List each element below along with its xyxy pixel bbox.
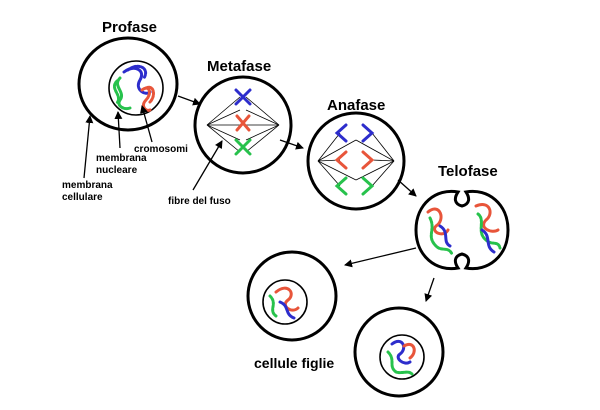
spindle-fibers-label: fibre del fuso (168, 196, 231, 207)
cell-membrane-line-2: cellulare (62, 192, 103, 203)
prophase-title: Profase (102, 19, 157, 36)
nuclear-membrane-label: membrana nucleare (96, 153, 149, 176)
prophase-chromosomes (112, 64, 155, 112)
anaphase-title: Anafase (327, 97, 385, 114)
nuclear-membrane-line-2: nucleare (96, 165, 138, 176)
daughter-cell-left-chromosomes (268, 286, 300, 320)
daughter-cell-left (246, 250, 338, 342)
metaphase-chromosomes (234, 88, 252, 156)
daughter-cells-label: cellule figlie (254, 355, 334, 371)
telophase-chromosomes (426, 203, 502, 256)
metaphase-cell (193, 75, 293, 175)
cell-membrane-line-1: membrana (62, 180, 113, 191)
cell-membrane-label: membrana cellulare (62, 180, 115, 203)
telophase-cell (414, 189, 510, 271)
anaphase-spindle-fibers (317, 132, 395, 187)
prophase-cell (77, 36, 179, 132)
anaphase-chromosomes (334, 123, 375, 196)
nuclear-membrane-line-1: membrana (96, 153, 147, 164)
metaphase-spindle-fibers (206, 96, 280, 153)
telophase-title: Telofase (438, 163, 498, 180)
chromosomes-label: cromosomi (134, 144, 188, 155)
metaphase-title: Metafase (207, 58, 271, 75)
daughter-cell-right (353, 306, 445, 398)
daughter-cell-right-chromosomes (386, 339, 416, 376)
anaphase-cell (306, 111, 406, 211)
